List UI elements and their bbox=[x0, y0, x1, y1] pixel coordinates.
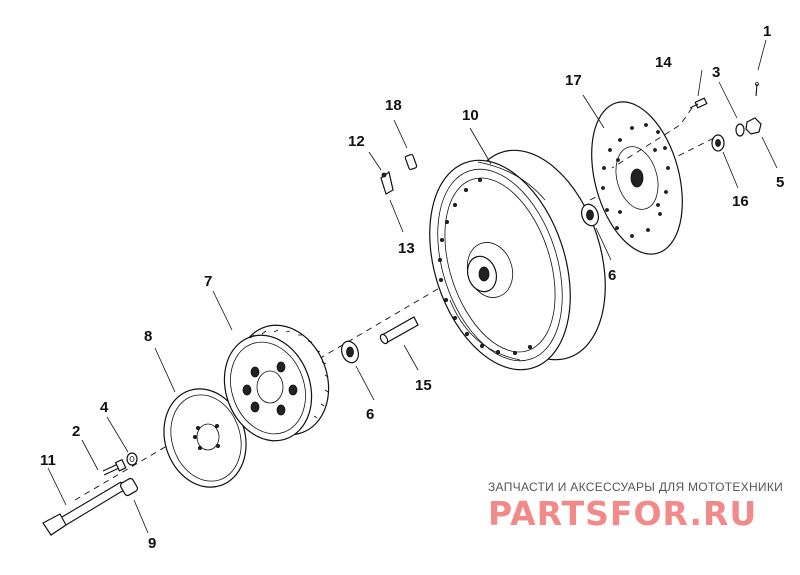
washer-right-part bbox=[735, 123, 745, 137]
cotter-pin-part bbox=[755, 82, 759, 97]
callout-15: 15 bbox=[415, 377, 432, 394]
callout-11: 11 bbox=[40, 452, 56, 469]
valve-stem-part bbox=[380, 170, 394, 195]
callout-7: 7 bbox=[204, 273, 212, 290]
castle-nut-part bbox=[745, 117, 762, 135]
callout-13: 13 bbox=[398, 240, 415, 257]
wheel-rim-part bbox=[429, 149, 606, 371]
callout-18: 18 bbox=[385, 97, 402, 114]
spacer-tube-part bbox=[379, 316, 419, 345]
axle-nut-part bbox=[711, 134, 725, 152]
small-bolt-part bbox=[102, 458, 127, 476]
callout-16: 16 bbox=[732, 193, 749, 210]
callout-4: 4 bbox=[100, 399, 109, 416]
callout-5: 5 bbox=[776, 174, 784, 191]
axle-bolt-part bbox=[42, 481, 125, 536]
callout-labels: 1 14 3 17 18 10 12 5 16 13 6 7 8 15 6 4 … bbox=[40, 23, 784, 552]
bearing-right-part bbox=[580, 203, 600, 227]
callout-8: 8 bbox=[144, 328, 152, 345]
callout-1: 1 bbox=[763, 23, 771, 40]
pulley-part bbox=[223, 324, 330, 442]
rim-spoke-holes bbox=[437, 177, 533, 355]
watermark-tagline: ЗАПЧАСТИ И АКСЕССУАРЫ ДЛЯ МОТОТЕХНИКИ bbox=[488, 480, 783, 494]
callout-10: 10 bbox=[462, 107, 479, 124]
callout-3: 3 bbox=[712, 64, 720, 81]
flange-plate-part bbox=[163, 388, 247, 488]
disc-drill-holes bbox=[601, 123, 670, 238]
watermark: ЗАПЧАСТИ И АКСЕССУАРЫ ДЛЯ МОТОТЕХНИКИ PA… bbox=[488, 480, 783, 533]
spacer-part bbox=[119, 477, 139, 497]
leader-lines bbox=[47, 39, 778, 534]
watermark-logo: PARTSFOR.RU bbox=[488, 494, 757, 533]
rotor-bolt-part bbox=[611, 97, 708, 169]
callout-2: 2 bbox=[72, 423, 80, 440]
brake-disc-part bbox=[591, 101, 683, 255]
callout-12: 12 bbox=[348, 133, 365, 150]
callout-14: 14 bbox=[655, 54, 672, 71]
washer-part bbox=[126, 452, 138, 466]
bearing-left-part bbox=[340, 340, 360, 364]
grommet-part bbox=[404, 154, 418, 170]
callout-6-right: 6 bbox=[608, 267, 616, 284]
callout-9: 9 bbox=[148, 535, 156, 552]
callout-17: 17 bbox=[565, 72, 582, 89]
callout-6-left: 6 bbox=[366, 406, 374, 423]
